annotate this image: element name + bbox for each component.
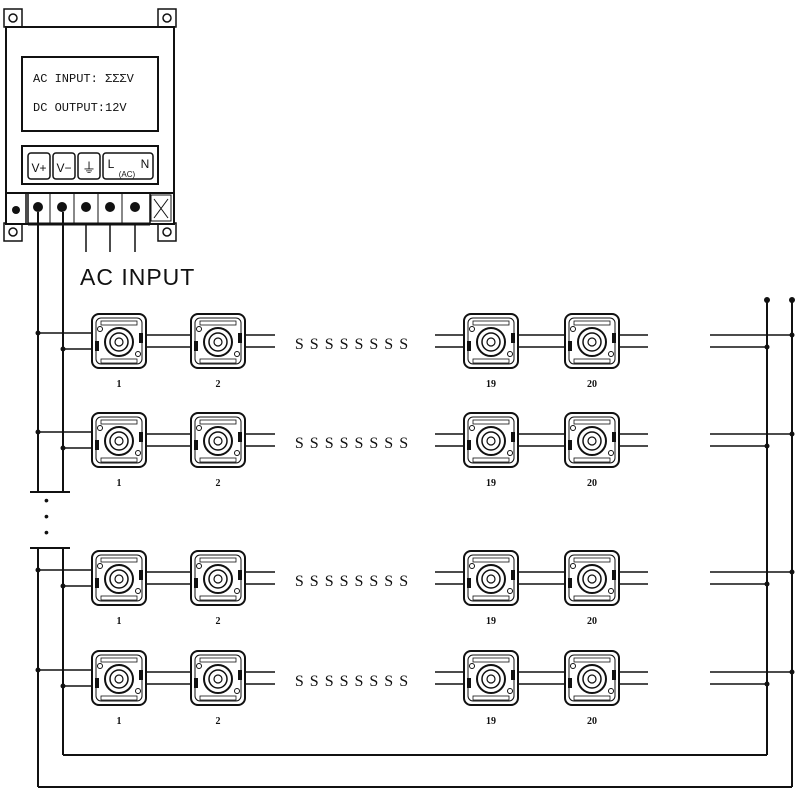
led-module — [190, 313, 246, 369]
led-module — [91, 550, 147, 606]
led-module — [190, 650, 246, 706]
led-module — [463, 650, 519, 706]
module-number-label: 1 — [117, 716, 122, 727]
led-module — [564, 650, 620, 706]
continuation-marks: S S S S S S S S — [295, 573, 409, 590]
continuation-marks: S S S S S S S S — [295, 435, 409, 452]
module-number-label: 20 — [587, 478, 597, 489]
module-number-label: 1 — [117, 379, 122, 390]
vertical-ellipsis: ••• — [44, 492, 49, 540]
terminal-n-label: N — [141, 157, 150, 171]
led-module — [91, 412, 147, 468]
led-module — [190, 412, 246, 468]
module-number-label: 20 — [587, 716, 597, 727]
display-line-2: DC OUTPUT:12V — [33, 101, 127, 115]
ac-input-wires — [85, 224, 136, 252]
led-module — [564, 313, 620, 369]
module-number-label: 19 — [486, 478, 496, 489]
led-module — [190, 550, 246, 606]
module-number-label: 2 — [216, 478, 221, 489]
module-row: S S S S S S S S 1 2 19 20 — [35, 313, 795, 390]
module-number-label: 19 — [486, 716, 496, 727]
module-row: S S S S S S S S 1 2 19 20 — [35, 550, 795, 627]
module-number-label: 1 — [117, 478, 122, 489]
ac-input-label: AC INPUT — [80, 264, 195, 290]
module-row: S S S S S S S S 1 2 19 20 — [35, 412, 795, 489]
module-number-label: 2 — [216, 616, 221, 627]
terminal-vplus-label: V+ — [31, 161, 46, 175]
module-number-label: 2 — [216, 379, 221, 390]
led-module — [91, 313, 147, 369]
terminal-l-label: L — [108, 157, 115, 171]
terminal-ac-label: (AC) — [119, 170, 136, 179]
led-module — [463, 412, 519, 468]
module-row: S S S S S S S S 1 2 19 20 — [35, 650, 795, 727]
module-number-label: 20 — [587, 616, 597, 627]
continuation-marks: S S S S S S S S — [295, 673, 409, 690]
led-module — [463, 313, 519, 369]
continuation-marks: S S S S S S S S — [295, 336, 409, 353]
terminal-vminus-label: V− — [56, 161, 71, 175]
ground-icon: ⏚ — [82, 160, 96, 176]
module-number-label: 20 — [587, 379, 597, 390]
module-number-label: 19 — [486, 616, 496, 627]
led-module — [463, 550, 519, 606]
display-line-1: AC INPUT: ΣΣΣV — [33, 72, 135, 86]
led-module — [91, 650, 147, 706]
led-module — [564, 412, 620, 468]
module-rows: S S S S S S S S 1 2 19 20 S S S S S S S S 1 2 19… — [35, 313, 795, 727]
psu-display — [21, 56, 159, 132]
led-module — [564, 550, 620, 606]
bus-wires — [30, 212, 793, 788]
module-number-label: 2 — [216, 716, 221, 727]
module-number-label: 19 — [486, 379, 496, 390]
power-supply: AC INPUT: ΣΣΣV DC OUTPUT:12V V+ V− ⏚ L (… — [3, 8, 177, 242]
module-number-label: 1 — [117, 616, 122, 627]
